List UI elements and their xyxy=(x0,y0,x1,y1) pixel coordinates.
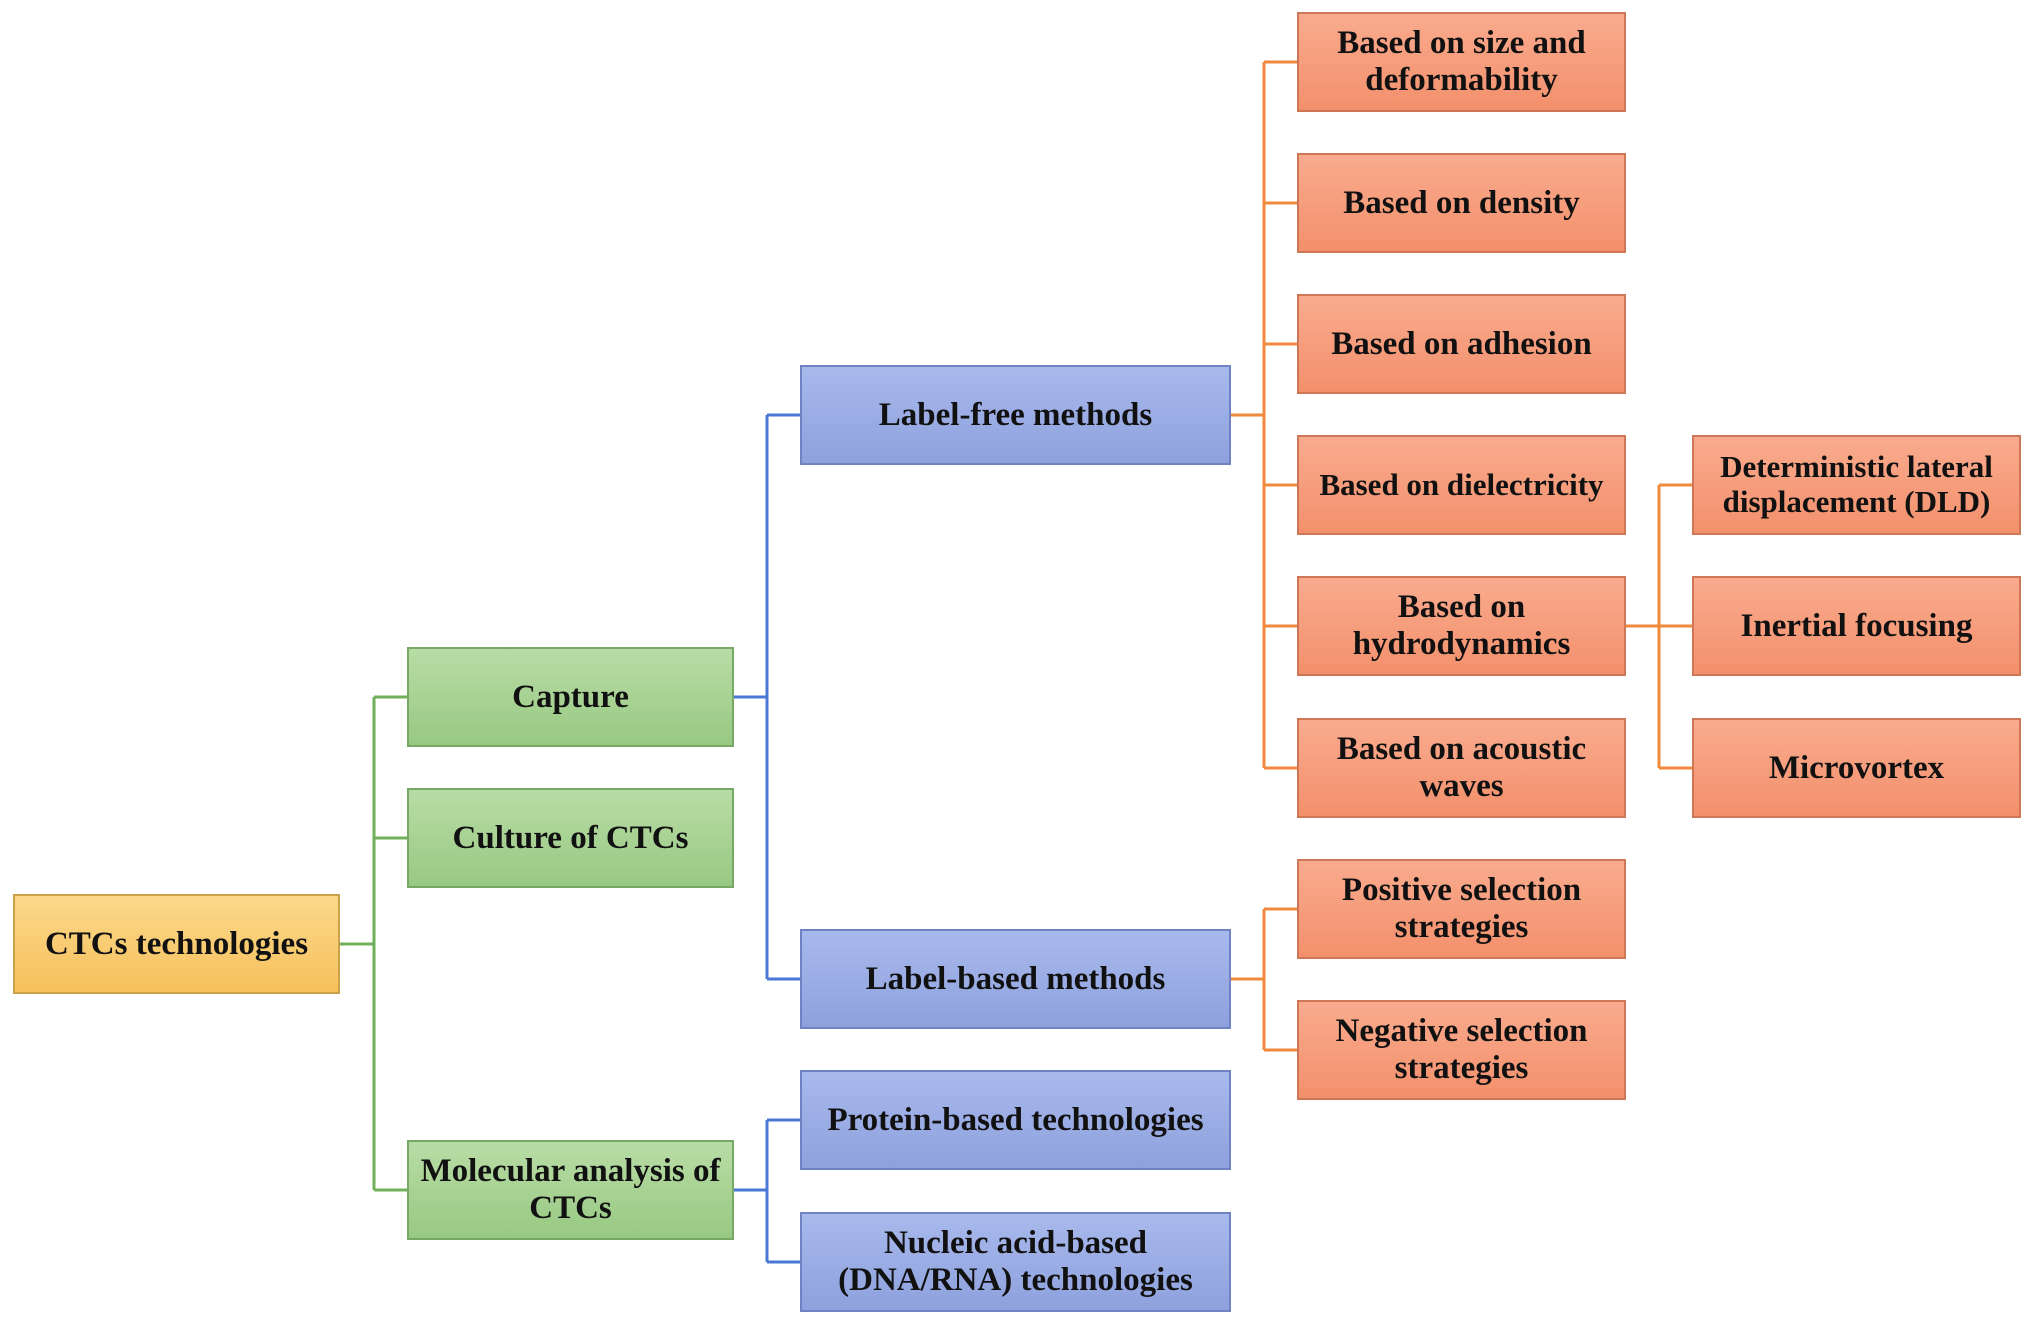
node-label: Negative selection strategies xyxy=(1335,1013,1588,1086)
node-microvortex: Microvortex xyxy=(1692,718,2021,818)
node-label: CTCs technologies xyxy=(44,925,309,962)
node-capture: Capture xyxy=(407,647,734,747)
node-negative-selection: Negative selection strategies xyxy=(1297,1000,1626,1100)
root-connectors xyxy=(340,695,407,1192)
node-label: Label-free methods xyxy=(878,396,1153,433)
node-size-deformability: Based on size and deformability xyxy=(1297,12,1626,112)
node-adhesion: Based on adhesion xyxy=(1297,294,1626,394)
node-nucleic-acid-technologies: Nucleic acid-based (DNA/RNA) technologie… xyxy=(800,1212,1231,1312)
node-label: Molecular analysis of CTCs xyxy=(420,1153,721,1226)
node-molecular-analysis: Molecular analysis of CTCs xyxy=(407,1140,734,1240)
node-label: Based on hydrodynamics xyxy=(1352,589,1571,662)
node-label-free-methods: Label-free methods xyxy=(800,365,1231,465)
node-positive-selection: Positive selection strategies xyxy=(1297,859,1626,959)
node-label: Capture xyxy=(512,678,629,715)
node-label: Label-based methods xyxy=(865,960,1166,997)
node-protein-based-technologies: Protein-based technologies xyxy=(800,1070,1231,1170)
node-label: Based on adhesion xyxy=(1331,325,1592,362)
node-dielectricity: Based on dielectricity xyxy=(1297,435,1626,535)
node-acoustic-waves: Based on acoustic waves xyxy=(1297,718,1626,818)
node-culture-of-ctcs: Culture of CTCs xyxy=(407,788,734,888)
level2-connectors xyxy=(1231,60,1692,1052)
node-label: Culture of CTCs xyxy=(452,819,689,856)
node-inertial-focusing: Inertial focusing xyxy=(1692,576,2021,676)
node-hydrodynamics: Based on hydrodynamics xyxy=(1297,576,1626,676)
node-density: Based on density xyxy=(1297,153,1626,253)
node-label: Protein-based technologies xyxy=(827,1101,1204,1138)
node-label-based-methods: Label-based methods xyxy=(800,929,1231,1029)
node-label: Positive selection strategies xyxy=(1341,872,1582,945)
node-label: Based on dielectricity xyxy=(1319,466,1604,502)
node-label: Based on acoustic waves xyxy=(1336,731,1587,804)
level1-connectors xyxy=(734,413,800,1264)
node-label: Inertial focusing xyxy=(1740,607,1973,644)
node-dld: Deterministic lateral displacement (DLD) xyxy=(1692,435,2021,535)
node-label: Based on size and deformability xyxy=(1337,25,1586,98)
node-label: Based on density xyxy=(1343,184,1580,221)
node-label: Deterministic lateral displacement (DLD) xyxy=(1720,449,1993,519)
node-ctcs-technologies: CTCs technologies xyxy=(13,894,340,994)
node-label: Nucleic acid-based (DNA/RNA) technologie… xyxy=(838,1225,1193,1298)
node-label: Microvortex xyxy=(1768,749,1945,786)
